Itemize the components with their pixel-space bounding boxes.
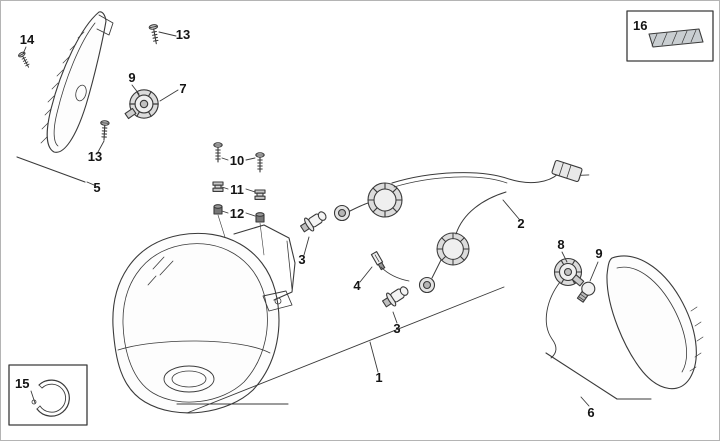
callout-9-right: 9 xyxy=(595,246,602,261)
bulb-4 xyxy=(370,251,386,271)
headlight-housing xyxy=(112,224,296,414)
bracket-line-6 xyxy=(545,352,652,400)
bulb-3-lower xyxy=(379,282,412,311)
callout-8: 8 xyxy=(557,237,564,252)
callout-labels: 14 13 9 7 13 5 10 11 12 3 4 3 2 8 9 1 6 … xyxy=(15,18,647,420)
harness-wires xyxy=(349,172,559,282)
left-turn-signal-lens xyxy=(40,11,114,153)
leader-lines xyxy=(22,31,599,407)
trim-ring xyxy=(30,379,70,417)
bulb-3-upper xyxy=(297,207,330,236)
callout-3-upper: 3 xyxy=(298,252,305,267)
bulb-connector-upper xyxy=(333,204,351,222)
callout-16: 16 xyxy=(633,18,647,33)
wiring-harness xyxy=(333,159,590,294)
screw-13-top xyxy=(148,23,161,45)
rear-housing xyxy=(233,224,296,312)
screw-13-bottom xyxy=(99,120,110,141)
section-hatch-lines xyxy=(689,306,704,372)
callout-1: 1 xyxy=(375,370,382,385)
right-bulb-9 xyxy=(576,281,596,303)
callout-6: 6 xyxy=(587,405,594,420)
harness-boot-left xyxy=(367,182,403,218)
callout-11: 11 xyxy=(230,182,244,197)
callout-9-left: 9 xyxy=(128,70,135,85)
callout-13-top: 13 xyxy=(176,27,190,42)
callout-13-bottom: 13 xyxy=(88,149,102,164)
harness-plug xyxy=(551,159,590,183)
callout-7: 7 xyxy=(179,81,186,96)
reflector xyxy=(648,28,704,48)
inset-box-16 xyxy=(626,10,714,62)
section-hatch-lines xyxy=(40,31,85,144)
assembly-reference-line xyxy=(186,286,505,414)
right-bulb-socket-8 xyxy=(545,257,585,359)
callout-4: 4 xyxy=(353,278,361,293)
right-turn-signal-lens xyxy=(545,255,704,400)
screw-14 xyxy=(17,50,33,70)
bulb-connector-lower xyxy=(418,276,436,294)
callout-3-lower: 3 xyxy=(393,321,400,336)
callout-14: 14 xyxy=(20,32,35,47)
reflection-marks xyxy=(147,256,174,286)
callout-5: 5 xyxy=(93,180,100,195)
callout-15: 15 xyxy=(15,376,29,391)
callout-12: 12 xyxy=(230,206,244,221)
bracket-line-5 xyxy=(16,156,86,183)
callout-10: 10 xyxy=(230,153,244,168)
left-bulb-socket xyxy=(124,89,159,120)
inset-box-15 xyxy=(8,364,88,426)
harness-boot-right xyxy=(436,232,470,266)
callout-2: 2 xyxy=(517,216,524,231)
